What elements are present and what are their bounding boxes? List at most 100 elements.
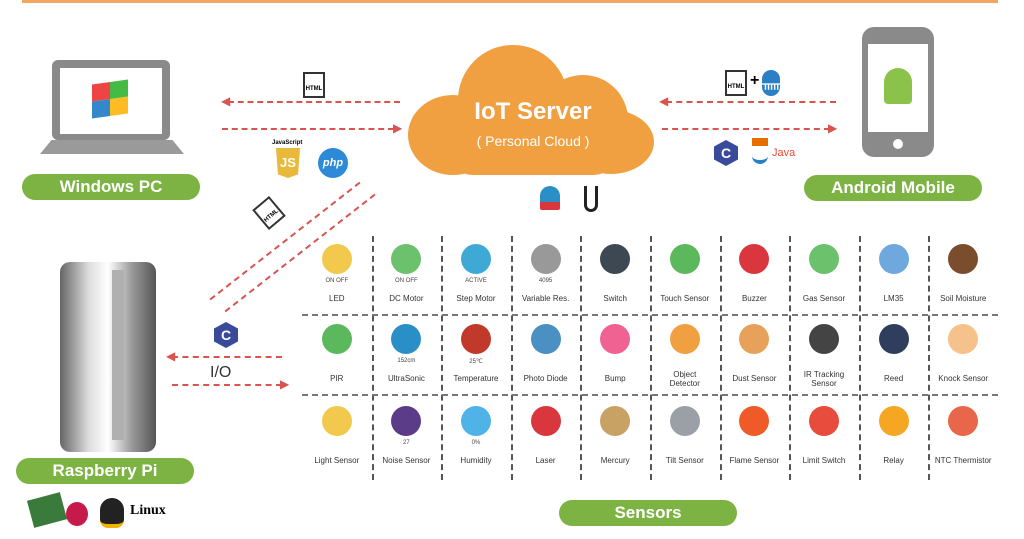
arrow-to-server-android — [666, 101, 836, 103]
sensor-label: IR Tracking Sensor — [803, 370, 845, 388]
photo-diode-icon — [530, 324, 561, 354]
laptop-base — [40, 140, 184, 154]
io-label: I/O — [210, 364, 232, 381]
android-logo-icon — [884, 68, 912, 104]
mercury-icon — [600, 406, 631, 436]
grid-divider — [580, 236, 583, 480]
relay-icon — [878, 406, 909, 436]
sensor-label: Flame Sensor — [729, 456, 780, 465]
object-detector-icon — [669, 324, 700, 354]
limit-switch-icon — [808, 406, 839, 436]
server-title: IoT Server — [474, 98, 592, 125]
server-tower-icon — [60, 262, 156, 452]
grid-divider — [858, 236, 861, 480]
top-rule — [22, 0, 998, 3]
sensor-label: Bump — [604, 374, 626, 383]
c-text: C — [220, 327, 232, 343]
tux-penguin-icon — [100, 498, 124, 528]
reed-icon — [878, 324, 909, 354]
c-language-icon: C — [714, 140, 738, 166]
noise-sensor-icon — [391, 406, 422, 436]
grid-divider — [650, 236, 652, 480]
sensor-label: Gas Sensor — [802, 294, 846, 303]
sensor-item: IR Tracking Sensor — [789, 314, 859, 394]
grid-divider — [719, 236, 722, 480]
tilt-sensor-icon — [669, 406, 700, 436]
c-text: C — [720, 145, 732, 161]
sensor-reading: ACTIVE — [465, 278, 487, 284]
arrow-to-android — [662, 128, 830, 130]
sensor-item: Mercury — [580, 396, 650, 476]
buzzer-icon — [739, 244, 770, 274]
temperature-icon — [460, 324, 491, 354]
grid-divider — [510, 236, 513, 480]
bluetooth-icon: ᚅ — [762, 70, 781, 96]
sensor-item: Touch Sensor — [650, 234, 720, 314]
raspberry-pi-label: Raspberry Pi — [16, 458, 194, 484]
led-icon — [321, 244, 352, 274]
sensor-item: Switch — [580, 234, 650, 314]
sensor-label: PIR — [330, 374, 344, 383]
sensor-item: Photo Diode — [511, 314, 581, 394]
windows-pc-label: Windows PC — [22, 174, 200, 200]
sensor-label: Dust Sensor — [732, 374, 777, 383]
grid-divider — [928, 236, 931, 480]
sensor-label: NTC Thermistor — [934, 456, 992, 465]
gas-sensor-icon — [808, 244, 839, 274]
sensor-reading: 27 — [403, 440, 410, 446]
sensor-reading: 0% — [471, 440, 481, 446]
dc-motor-icon — [391, 244, 422, 274]
switch-icon — [600, 244, 631, 274]
ethernet-cable-icon — [584, 186, 598, 212]
sensor-label: UltraSonic — [387, 374, 425, 383]
sensor-item: Dust Sensor — [720, 314, 790, 394]
sensor-label: Soil Moisture — [940, 294, 987, 303]
pir-icon — [321, 324, 352, 354]
javascript-icon: JS — [276, 148, 300, 178]
sensor-label: Reed — [884, 374, 904, 383]
raspberry-logo-icon — [66, 502, 88, 526]
variable-res-icon — [530, 244, 561, 274]
android-mobile-label: Android Mobile — [804, 175, 982, 201]
sensor-label: Humidity — [460, 456, 492, 465]
arrow-head-left: ◀ — [659, 94, 669, 108]
html-file-icon-pi: HTML — [252, 195, 286, 231]
sensor-label: DC Motor — [389, 294, 424, 303]
sensor-label: LM35 — [883, 294, 904, 303]
grid-divider — [302, 314, 998, 316]
sensor-reading: 152cm — [397, 358, 416, 364]
sensor-item: Laser — [511, 396, 581, 476]
ntc-thermistor-icon — [948, 406, 979, 436]
grid-divider — [441, 236, 444, 480]
sensor-item: Buzzer — [720, 234, 790, 314]
soil-moisture-icon — [948, 244, 979, 274]
step-motor-icon — [460, 244, 491, 274]
phone-home-button — [893, 139, 903, 149]
arrow-head-right: ▶ — [280, 377, 290, 391]
sensor-item: Light Sensor — [302, 396, 372, 476]
php-text: php — [322, 157, 344, 169]
sensor-label: Laser — [535, 456, 556, 465]
sensor-label: LED — [329, 294, 345, 303]
bump-icon — [600, 324, 631, 354]
tower-panel — [112, 270, 124, 440]
sensor-label: Knock Sensor — [938, 374, 989, 383]
sensor-label: Switch — [603, 294, 627, 303]
java-text: Java — [772, 147, 796, 159]
javascript-caption: JavaScript — [272, 140, 303, 146]
sensor-item: Soil Moisture — [928, 234, 998, 314]
light-sensor-icon — [321, 406, 352, 436]
touch-sensor-icon — [669, 244, 700, 274]
plus-sign: + — [750, 72, 760, 89]
arrow-to-sensors — [172, 384, 282, 386]
php-icon: php — [318, 148, 348, 178]
lm35-icon — [878, 244, 909, 274]
arrow-head-right: ▶ — [828, 121, 838, 135]
windows-logo-icon — [92, 79, 128, 119]
sensors-label: Sensors — [559, 500, 737, 526]
sensor-item: Reed — [859, 314, 929, 394]
arrow-head-left: ◀ — [221, 94, 231, 108]
sensor-label: Mercury — [600, 456, 630, 465]
sensor-item: Object Detector — [650, 314, 720, 394]
